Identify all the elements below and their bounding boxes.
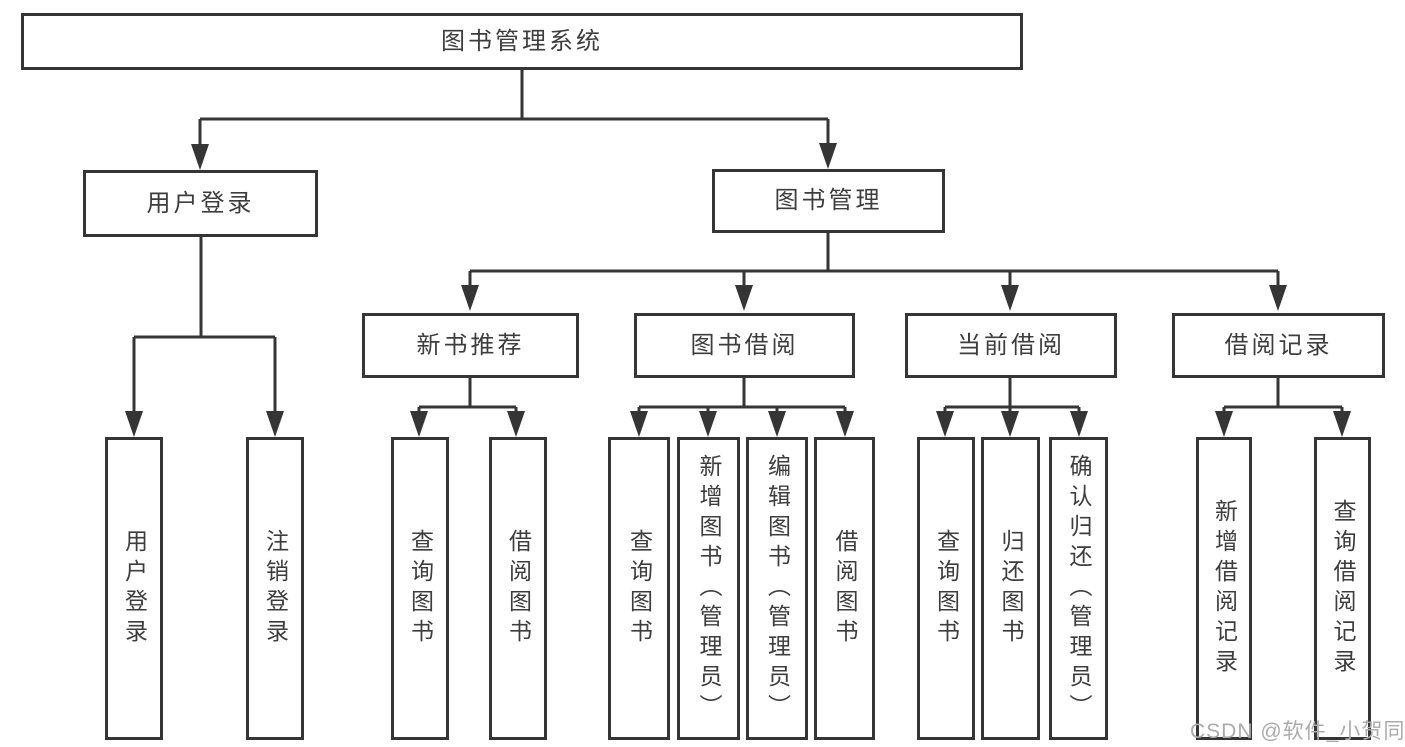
leaf-label: 查询图书 (933, 528, 960, 649)
leaf-add-book-admin: 新增图书（管理员） (677, 437, 740, 740)
node-label: 图书借阅 (690, 331, 799, 359)
leaf-borrow-books: 借阅图书 (814, 437, 875, 740)
node-book-borrowing: 图书借阅 (634, 313, 855, 378)
leaf-query-books-borrow: 查询图书 (608, 437, 670, 740)
leaf-user-login: 用户登录 (105, 437, 163, 740)
node-label: 图书管理系统 (441, 27, 603, 55)
leaf-label: 新增借阅记录 (1211, 498, 1238, 679)
node-user-login: 用户登录 (83, 170, 318, 237)
node-borrowing-records: 借阅记录 (1172, 313, 1385, 378)
leaf-borrow-books-recommend: 借阅图书 (489, 437, 547, 740)
leaf-label: 确认归还（管理员） (1066, 453, 1092, 724)
node-label: 图书管理 (774, 187, 883, 214)
leaf-confirm-return-admin: 确认归还（管理员） (1049, 437, 1108, 740)
node-label: 用户登录 (146, 189, 255, 217)
leaf-label: 注销登录 (262, 528, 289, 649)
leaf-query-borrow-record: 查询借阅记录 (1314, 437, 1371, 740)
leaf-add-borrow-record: 新增借阅记录 (1196, 437, 1252, 740)
leaf-logout: 注销登录 (246, 437, 304, 740)
leaf-label: 编辑图书（管理员） (764, 453, 791, 724)
node-library-management-system: 图书管理系统 (21, 13, 1023, 70)
leaf-label: 新增图书（管理员） (696, 453, 722, 724)
leaf-query-books-recommend: 查询图书 (391, 437, 449, 740)
leaf-label: 借阅图书 (832, 528, 858, 649)
leaf-label: 查询图书 (407, 528, 434, 649)
node-new-book-recommendation: 新书推荐 (362, 313, 579, 378)
leaf-label: 查询图书 (626, 528, 653, 649)
node-current-borrowing: 当前借阅 (905, 313, 1117, 378)
leaf-edit-book-admin: 编辑图书（管理员） (746, 437, 808, 740)
node-label: 新书推荐 (416, 331, 525, 359)
leaf-label: 归还图书 (998, 528, 1024, 649)
leaf-label: 借阅图书 (505, 528, 532, 649)
leaf-query-books-current: 查询图书 (917, 437, 975, 740)
node-book-management: 图书管理 (712, 169, 945, 233)
csdn-watermark: CSDN @软件_小贺同学 (1190, 720, 1405, 743)
node-label: 当前借阅 (957, 331, 1065, 359)
leaf-label: 查询借阅记录 (1330, 498, 1356, 679)
node-label: 借阅记录 (1224, 331, 1333, 359)
leaf-return-book: 归还图书 (981, 437, 1040, 740)
leaf-label: 用户登录 (121, 528, 148, 649)
